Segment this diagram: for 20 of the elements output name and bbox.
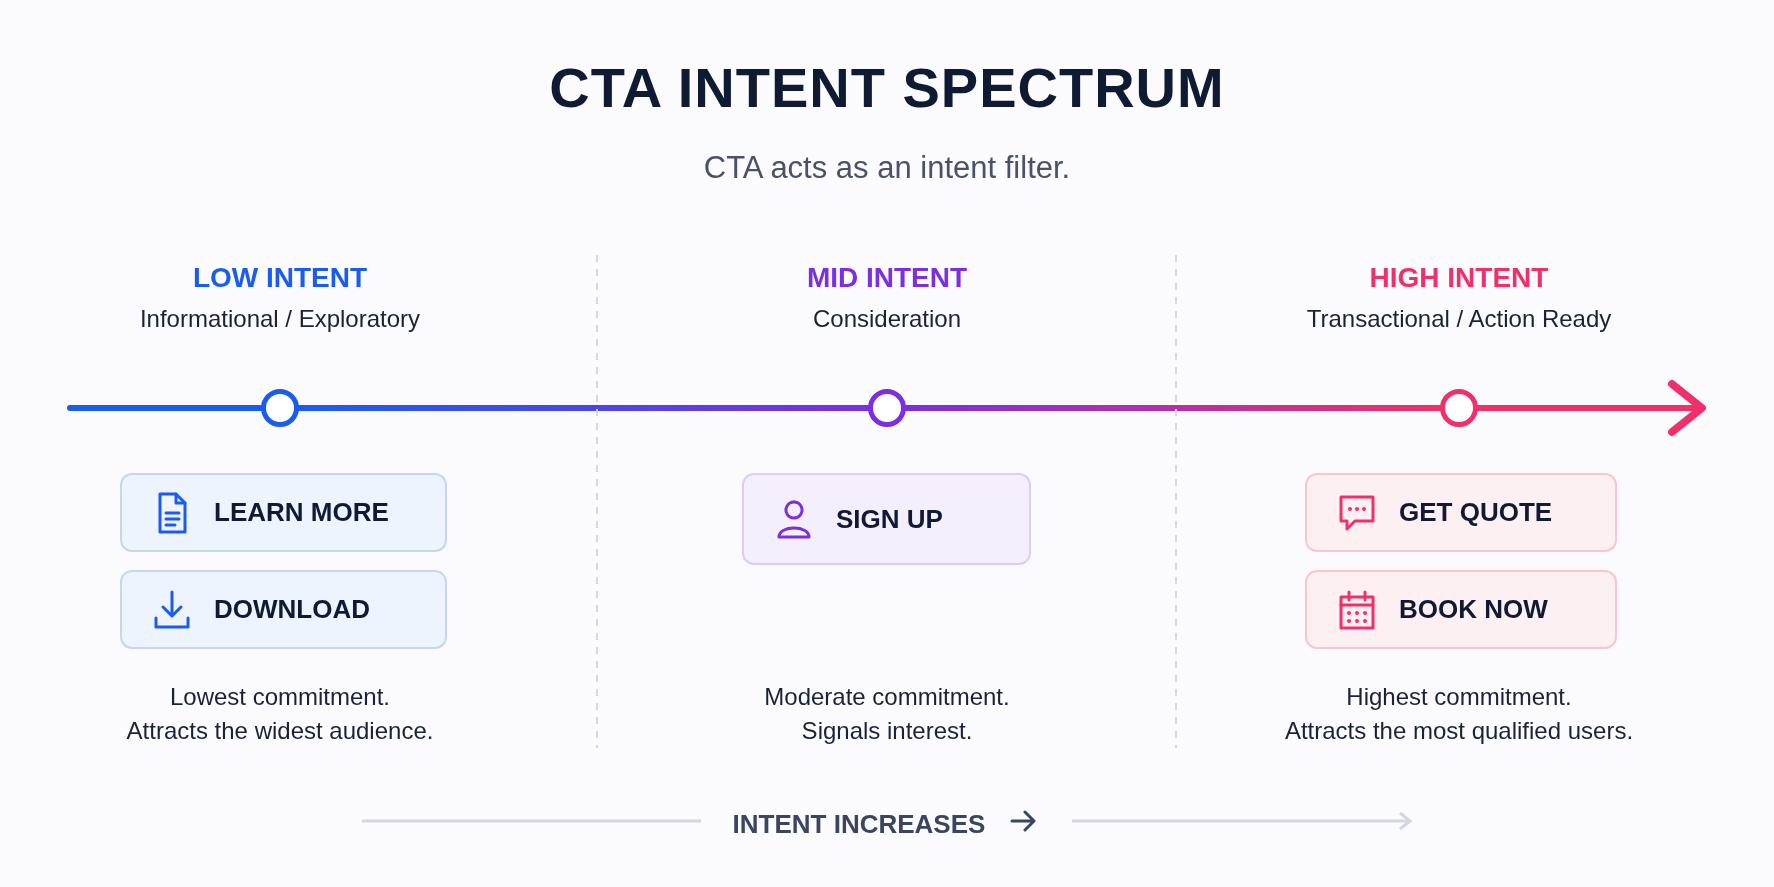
title: CTA INTENT SPECTRUM (549, 55, 1225, 120)
column-heading: HIGH INTENT (1369, 261, 1549, 295)
column-subheading: Transactional / Action Ready (1306, 304, 1612, 334)
timeline-marker (1440, 389, 1478, 427)
column-heading: LOW INTENT (192, 261, 368, 295)
axis-label: INTENT INCREASES (732, 808, 986, 841)
timeline-marker (868, 389, 906, 427)
description-text: Highest commitment. Attracts the most qualified users. (1284, 682, 1634, 746)
cta-button: SIGN UP (742, 473, 1031, 565)
cta-button: BOOK NOW (1305, 570, 1617, 649)
column-heading: MID INTENT (806, 261, 968, 295)
cta-button: DOWNLOAD (120, 570, 447, 649)
description-text: Moderate commitment. Signals interest. (764, 682, 1010, 746)
description-text: Lowest commitment. Attracts the widest audience. (126, 682, 434, 746)
column-subheading: Consideration (812, 304, 962, 334)
cta-button: GET QUOTE (1305, 473, 1617, 552)
column-subheading: Informational / Exploratory (139, 304, 421, 334)
subtitle: CTA acts as an intent filter. (703, 149, 1071, 187)
timeline-marker (261, 389, 299, 427)
cta-button: LEARN MORE (120, 473, 447, 552)
